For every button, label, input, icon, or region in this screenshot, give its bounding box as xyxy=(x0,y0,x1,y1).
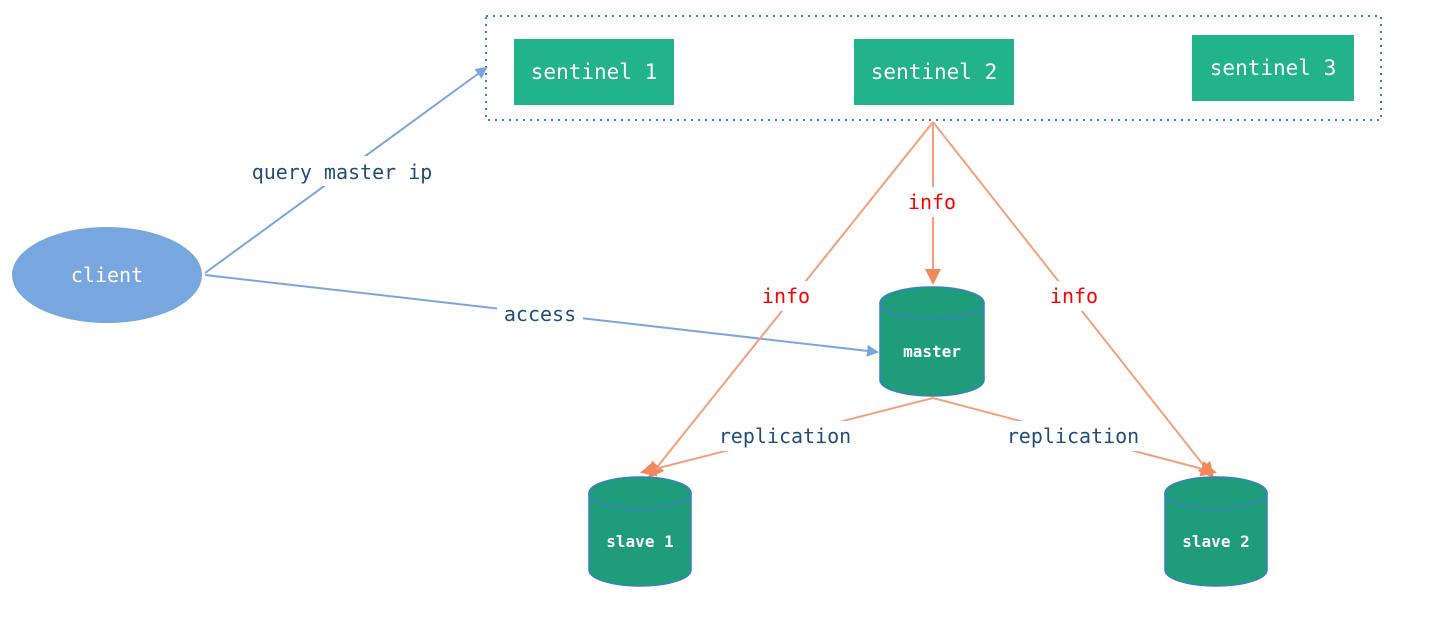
sentinel-1-node: sentinel 1 xyxy=(514,39,674,105)
slave-2-label: slave 2 xyxy=(1182,532,1249,551)
query-edge-label: query master ip xyxy=(252,160,433,184)
slave-2-db: slave 2 xyxy=(1164,476,1268,587)
sentinel-1-label: sentinel 1 xyxy=(531,60,657,84)
info-right-label: info xyxy=(1050,284,1098,308)
info-center-label: info xyxy=(908,190,956,214)
info-left-label: info xyxy=(762,284,810,308)
sentinel-2-node: sentinel 2 xyxy=(854,39,1014,105)
sentinel-2-label: sentinel 2 xyxy=(871,60,997,84)
sentinel-3-label: sentinel 3 xyxy=(1210,56,1336,80)
client-label: client xyxy=(71,263,143,287)
replication-right-label: replication xyxy=(1007,424,1139,448)
master-label: master xyxy=(903,342,961,361)
slave-1-label: slave 1 xyxy=(606,532,673,551)
slave-1-db: slave 1 xyxy=(588,476,692,587)
client-node: client xyxy=(12,227,202,323)
sentinel-3-node: sentinel 3 xyxy=(1192,35,1354,101)
replication-left-label: replication xyxy=(719,424,851,448)
access-edge-label: access xyxy=(504,302,576,326)
master-db: master xyxy=(879,286,985,397)
